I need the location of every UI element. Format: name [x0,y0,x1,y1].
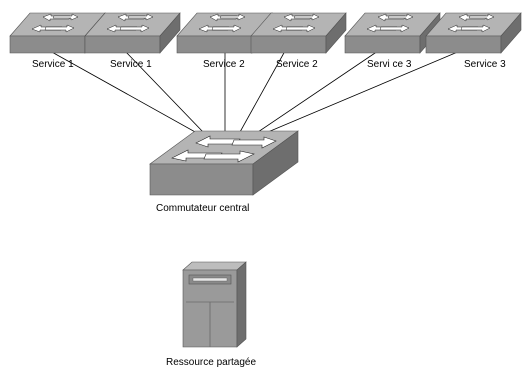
service-switch-4-label: Service 2 [276,59,318,70]
service-switch-1-label: Service 1 [32,59,74,70]
switch-arrows-icon [171,135,277,163]
switch-arrows-icon [198,13,246,33]
connection-link-4 [239,50,286,133]
service-switch-4 [250,12,347,54]
service-switch-6 [425,12,522,54]
connection-links [49,50,461,134]
service-switch-3-label: Service 2 [203,59,245,70]
server-label: Ressource partagée [166,357,257,368]
central-switch-label: Commutateur central [156,203,250,214]
connection-link-1 [49,50,198,134]
switch-arrows-icon [272,13,320,33]
service-switch-6-label: Service 3 [464,59,506,70]
service-switch-5-label: Servi ce 3 [367,59,412,70]
server-icon [182,261,247,348]
switch-arrows-icon [447,13,495,33]
switch-arrows-icon [366,13,414,33]
service-switch-2-label: Service 1 [110,59,152,70]
connection-link-6 [267,50,461,133]
switch-arrows-icon [31,13,79,33]
central-switch [149,130,299,196]
connection-link-5 [257,50,379,133]
switch-arrows-icon [106,13,154,33]
connection-link-2 [124,50,205,134]
service-switch-2 [84,12,181,54]
